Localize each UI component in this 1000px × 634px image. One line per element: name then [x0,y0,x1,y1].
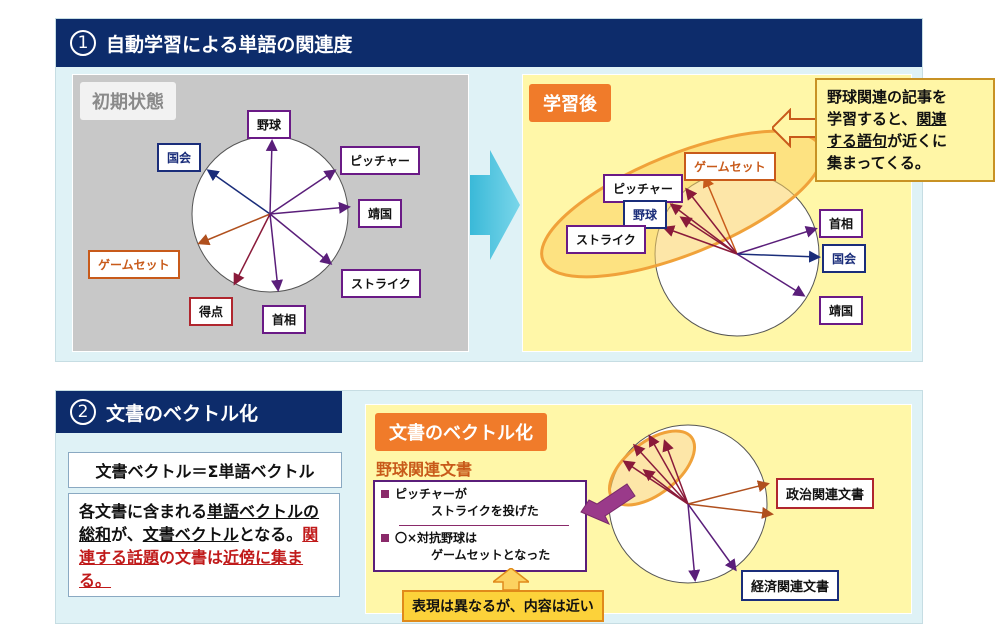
vector-kokkai [736,250,821,263]
vector-tokuten [233,213,271,286]
baseball-doc-heading: 野球関連文書 [376,460,473,479]
initial-word-tokuten: 得点 [189,297,234,326]
baseball-doc-list: ピッチャーが ストライクを投げた 〇×対抗野球は ゲームセットとなった [373,480,587,572]
section-number-badge: 1 [70,30,96,56]
callout-line3a: する語句 [827,132,888,150]
initial-word-shusho: 首相 [262,305,307,334]
section2-title: 文書のベクトル化 [106,402,259,425]
doc-vector-1 [632,443,689,505]
callout-line2a: 学習すると、 [827,110,917,128]
list-divider [399,525,569,526]
vector-seikoku [736,253,806,297]
vector-seikoku [269,201,351,215]
callout-line1: 野球関連の記事を [827,88,948,106]
learned-word-kokkai: 国会 [822,244,867,273]
economy-doc-label: 経済関連文書 [741,570,840,601]
learned-word-pitcher: ピッチャー [603,174,683,203]
transition-arrow-icon [470,150,520,260]
initial-state-label: 初期状態 [80,82,176,120]
section-number-badge: 2 [70,399,96,425]
section1-header: 1 自動学習による単語の関連度 [56,19,922,67]
callout-line3b: が近くに [887,132,948,150]
callout-line2b: 関連 [916,110,947,128]
vector-yakyu [669,203,738,255]
learned-word-gameset: ゲームセット [684,152,776,181]
vector-kokkai [206,169,271,215]
doc-vector-3 [662,439,689,505]
initial-word-gameset: ゲームセット [88,250,180,279]
politics-vector-1 [687,480,770,505]
doc-vector-4 [622,460,689,505]
note-box: 表現は異なるが、内容は近い [402,590,604,622]
vector-shusho [736,226,818,255]
learned-word-seikoku: 靖国 [819,296,864,325]
doc-pointer-arrow [580,483,636,525]
learning-callout: 野球関連の記事を 学習すると、関連 する語句が近くに 集まってくる。 [815,78,995,182]
section2-header: 2 文書のベクトル化 [56,391,342,433]
politics-doc-label: 政治関連文書 [776,478,875,509]
initial-word-yakyu: 野球 [247,110,292,139]
vector-strike [269,213,333,265]
doc-vector-5 [642,469,689,505]
note-up-arrow-icon [493,568,529,590]
initial-vector-diagram [191,135,351,293]
description-box: 各文書に含まれる単語ベクトルの総和が、文書ベクトルとなる。関連する話題の文書は近… [68,493,340,597]
vector-gameset [702,175,738,255]
learned-word-strike: ストライク [566,225,646,254]
formula-box: 文書ベクトル＝Σ単語ベクトル [68,452,342,488]
vector-shusho [269,213,284,292]
vector-gameset [197,213,271,246]
learned-state-label: 学習後 [529,84,611,122]
callout-pointer-arrow-icon [772,108,818,148]
politics-vector-2 [687,503,774,519]
callout-line4: 集まってくる。 [827,154,930,172]
initial-word-strike: ストライク [341,269,421,298]
section1-title: 自動学習による単語の関連度 [106,33,353,56]
vector-pitcher [269,169,337,215]
document-vector-diagram [580,424,774,584]
vector-yakyu [265,139,278,215]
doc-vector-2 [648,434,689,505]
initial-word-pitcher: ピッチャー [340,146,420,175]
vector-panel-label: 文書のベクトル化 [375,413,547,451]
formula-text: 文書ベクトル＝Σ単語ベクトル [95,462,315,481]
list-item-1: ピッチャーが ストライクを投げた [381,486,539,520]
initial-word-kokkai: 国会 [157,143,202,172]
economy-vector-1 [687,503,701,582]
vector-strike [662,225,738,255]
learned-word-shusho: 首相 [819,209,864,238]
vector-extra1 [679,216,738,255]
initial-word-seikoku: 靖国 [358,199,403,228]
economy-vector-2 [687,503,737,572]
vector-pitcher [685,187,738,255]
list-item-2: 〇×対抗野球は ゲームセットとなった [381,530,550,564]
